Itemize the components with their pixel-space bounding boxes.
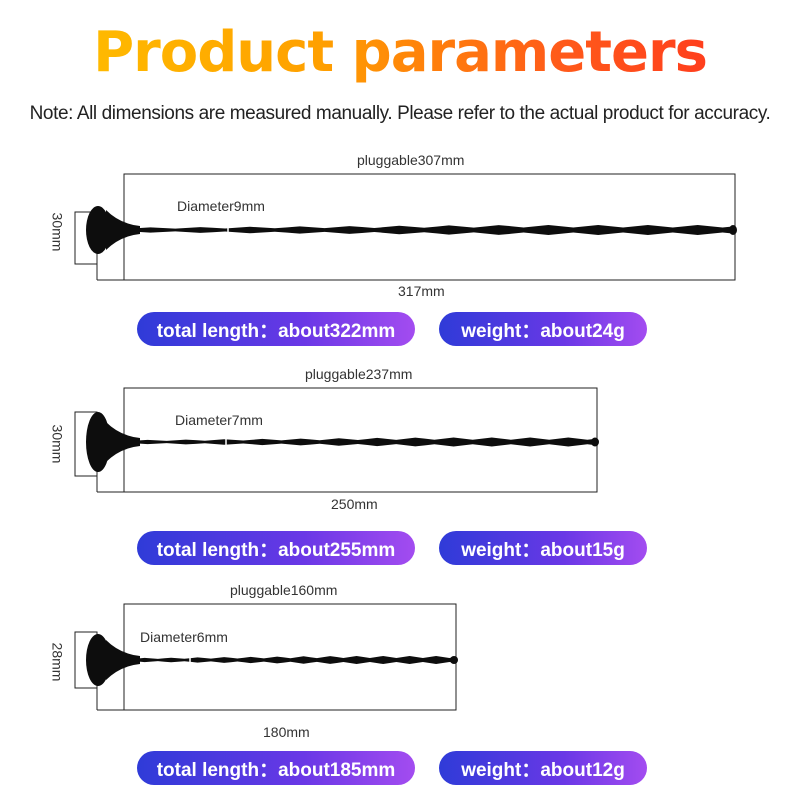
pluggable-length-label: pluggable160mm	[230, 582, 338, 598]
product-diagram-1	[74, 173, 737, 281]
rod-tip	[729, 225, 737, 235]
measurement-note: Note: All dimensions are measured manual…	[29, 103, 771, 124]
product-diagram-2	[74, 387, 599, 493]
base-knob	[86, 206, 110, 254]
flared-stopper	[106, 210, 140, 250]
wavy-rod	[138, 656, 456, 664]
length-label: 317mm	[398, 283, 445, 299]
length-label: 180mm	[263, 724, 310, 740]
wavy-rod	[138, 225, 735, 235]
total-length-badge: total length：about322mm	[137, 312, 415, 346]
flared-stopper	[106, 640, 140, 680]
diameter-label: Diameter9mm	[177, 198, 265, 214]
total-length-badge: total length：about185mm	[137, 751, 415, 785]
weight-badge: weight：about15g	[439, 531, 647, 565]
rod-tip	[591, 437, 599, 447]
product-silhouette	[86, 206, 737, 254]
rod-tip	[450, 656, 458, 664]
product-diagram-3	[74, 603, 458, 711]
weight-badge: weight：about12g	[439, 751, 647, 785]
flared-stopper	[106, 422, 140, 462]
wavy-rod	[138, 437, 597, 447]
pluggable-length-label: pluggable237mm	[305, 366, 413, 382]
diameter-label: Diameter6mm	[140, 629, 228, 645]
page-title: Product parameters	[0, 18, 800, 88]
weight-badge: weight：about24g	[439, 312, 647, 346]
diameter-label: Diameter7mm	[175, 412, 263, 428]
product-silhouette	[86, 634, 458, 686]
total-length-badge: total length：about255mm	[137, 531, 415, 565]
base-knob	[86, 412, 110, 472]
pluggable-length-label: pluggable307mm	[357, 152, 465, 168]
length-label: 250mm	[331, 496, 378, 512]
product-silhouette	[86, 412, 599, 472]
base-knob	[86, 634, 110, 686]
